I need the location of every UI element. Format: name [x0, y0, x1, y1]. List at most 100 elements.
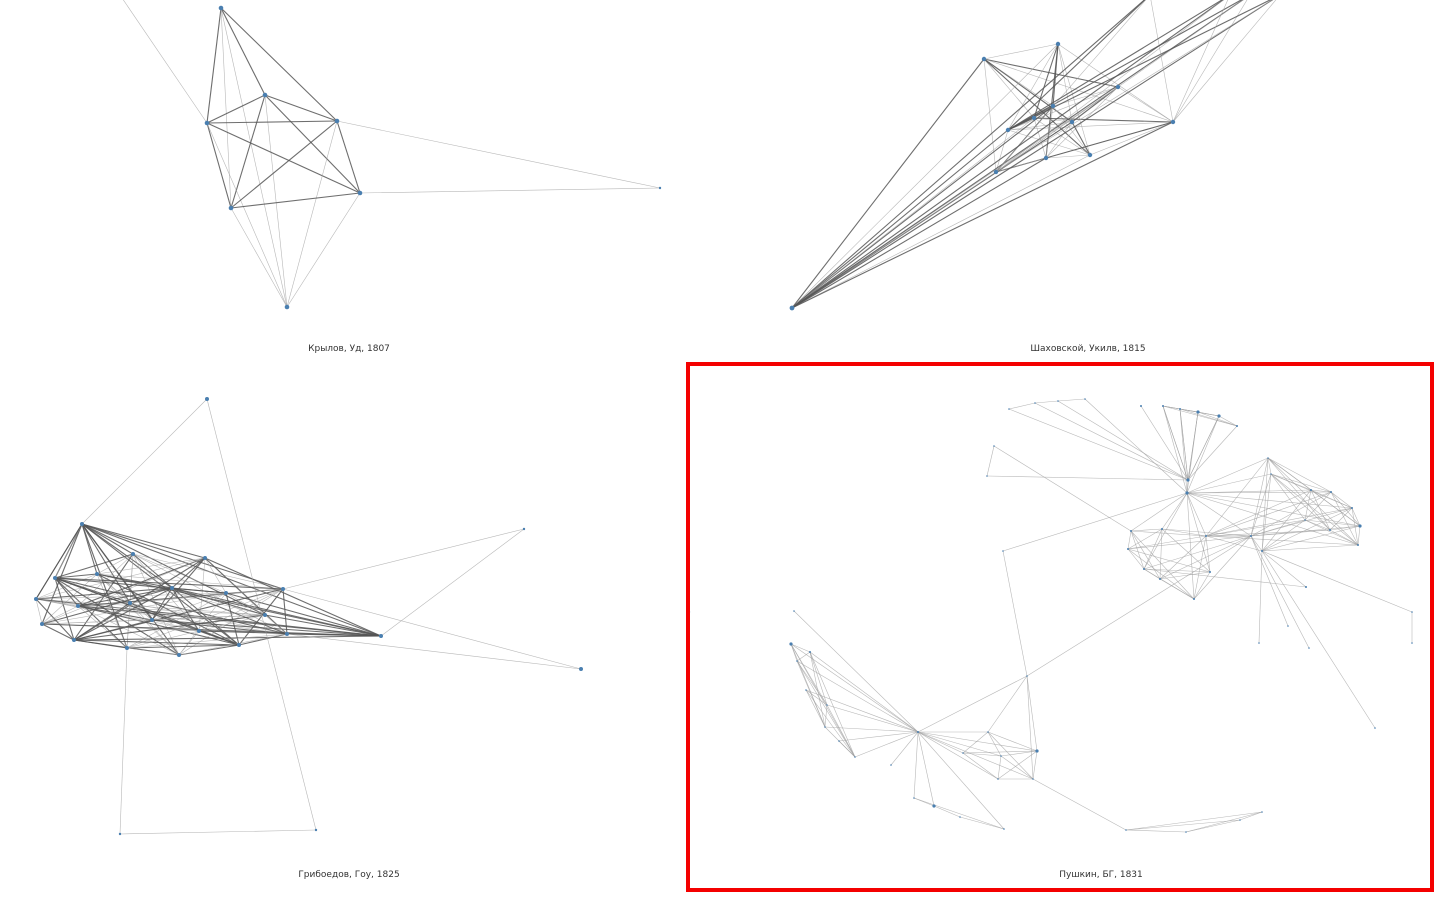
edge	[995, 0, 1244, 173]
node	[1185, 491, 1189, 495]
edge	[1084, 398, 1188, 494]
node	[793, 610, 795, 612]
edge	[1205, 535, 1211, 573]
edge	[1186, 492, 1207, 537]
edge	[917, 731, 935, 807]
edge	[1310, 489, 1353, 509]
network-pushkin	[687, 398, 1413, 833]
node	[1310, 489, 1312, 491]
edge	[1034, 402, 1189, 481]
edge	[35, 523, 83, 600]
edge	[54, 523, 83, 579]
edge	[962, 752, 1002, 757]
nodes	[687, 398, 1413, 833]
edge	[1127, 548, 1195, 600]
edge	[1193, 571, 1211, 600]
edge	[1008, 408, 1189, 481]
edge	[986, 445, 995, 477]
node	[237, 643, 241, 647]
edge	[151, 619, 288, 635]
edge	[1057, 400, 1189, 481]
edge	[1267, 457, 1331, 531]
node	[1069, 119, 1075, 125]
edge	[1186, 491, 1332, 494]
edge	[336, 120, 661, 189]
edge	[1130, 530, 1145, 570]
node	[379, 634, 383, 638]
edge	[1007, 86, 1119, 131]
edges	[791, 0, 1277, 309]
node	[1351, 507, 1353, 509]
node	[34, 597, 38, 601]
edge	[151, 614, 266, 621]
edge	[73, 639, 240, 646]
edge	[230, 192, 361, 209]
edge	[791, 129, 1009, 309]
edge	[1143, 535, 1252, 570]
edge	[1186, 492, 1252, 537]
edge	[1162, 405, 1238, 427]
edge	[178, 633, 288, 656]
edge	[286, 633, 382, 637]
edge	[198, 614, 266, 632]
edge	[220, 7, 338, 122]
edge	[1310, 489, 1332, 493]
edge	[171, 557, 206, 589]
node	[579, 667, 583, 671]
node	[1267, 457, 1269, 459]
edge	[1130, 530, 1195, 600]
edge	[1026, 675, 1034, 780]
edge	[41, 623, 75, 641]
edge	[1329, 507, 1353, 531]
edge	[1185, 811, 1263, 833]
edge	[1193, 535, 1252, 600]
edge	[35, 573, 98, 600]
node	[1236, 425, 1238, 427]
node	[1035, 749, 1039, 753]
node	[993, 445, 995, 447]
node	[263, 613, 267, 617]
node	[1261, 550, 1263, 552]
edge	[1002, 550, 1028, 677]
edge	[119, 829, 317, 835]
edge	[54, 577, 284, 590]
node	[1170, 119, 1176, 125]
node	[986, 475, 988, 477]
edge	[1008, 402, 1036, 410]
edge	[238, 588, 284, 646]
edges	[35, 398, 582, 835]
node	[1193, 598, 1195, 600]
node	[1005, 127, 1011, 133]
node	[854, 756, 856, 758]
edge	[123, 0, 208, 124]
edge	[96, 573, 284, 590]
node	[218, 5, 224, 11]
edge	[1205, 507, 1353, 537]
edge	[1172, 0, 1248, 123]
edge	[1267, 457, 1332, 493]
edge	[1261, 457, 1269, 552]
edge	[796, 660, 828, 706]
edge	[1130, 530, 1161, 580]
node	[1308, 647, 1310, 649]
edge	[1127, 528, 1163, 550]
node	[40, 622, 44, 626]
edge	[1159, 571, 1211, 580]
edge	[225, 592, 382, 637]
edge	[809, 651, 919, 733]
edge	[35, 598, 43, 625]
edge	[1045, 43, 1059, 159]
node	[826, 704, 828, 706]
node	[913, 797, 915, 799]
edge	[917, 675, 1028, 733]
edge	[917, 731, 999, 780]
edge	[1270, 473, 1306, 521]
edge	[1007, 121, 1174, 131]
edge	[1000, 750, 1038, 757]
edge	[1250, 535, 1263, 552]
edge	[41, 587, 173, 625]
edge	[132, 553, 284, 590]
edge	[854, 731, 919, 758]
node	[1043, 155, 1049, 161]
edge	[791, 58, 985, 309]
